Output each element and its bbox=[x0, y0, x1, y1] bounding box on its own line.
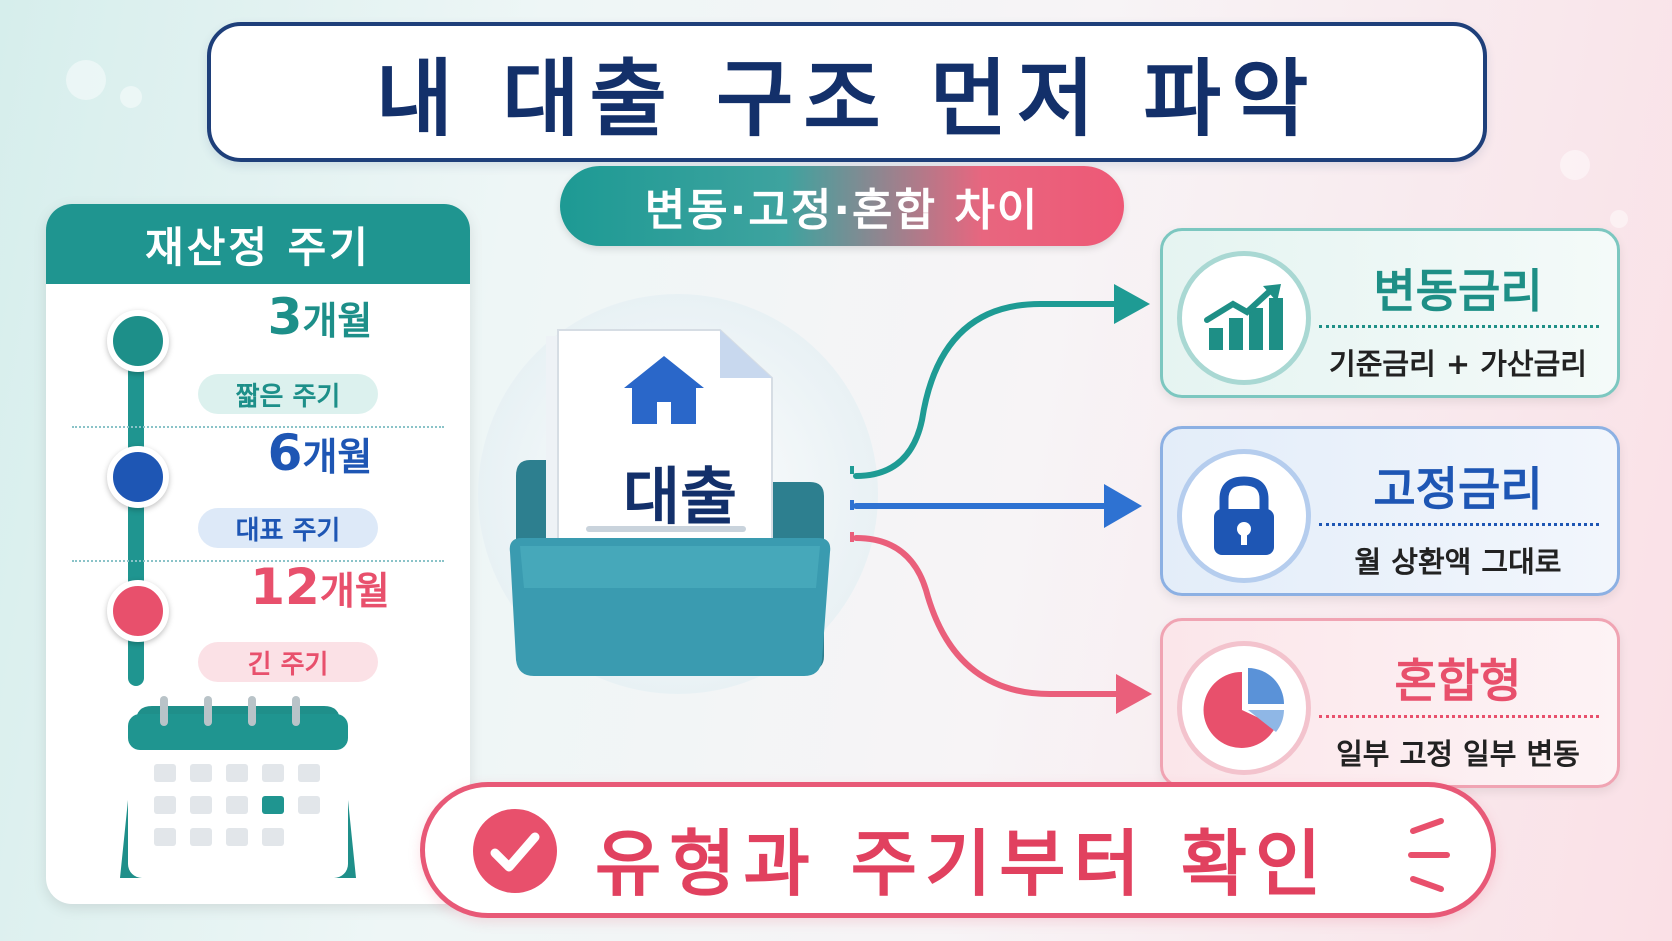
decor-bubble bbox=[120, 86, 142, 108]
page-subtitle: 변동·고정·혼합 차이 bbox=[644, 185, 1040, 236]
timeline-dot-12 bbox=[107, 580, 169, 642]
cycle-unit: 개월 bbox=[302, 435, 373, 479]
loan-type-title: 혼합형 bbox=[1394, 654, 1522, 708]
variable-icon-circle bbox=[1177, 251, 1311, 385]
card-divider bbox=[1319, 325, 1599, 328]
check-banner: 유형과 주기부터 확인 bbox=[420, 782, 1496, 918]
card-divider bbox=[1319, 523, 1599, 526]
cycle-unit: 개월 bbox=[319, 569, 390, 613]
cycle-number: 12 bbox=[250, 558, 320, 616]
check-banner-text: 유형과 주기부터 확인 bbox=[595, 822, 1330, 906]
cycle-number: 3 bbox=[267, 288, 303, 346]
loan-folder-icon bbox=[509, 329, 831, 676]
decor-bubble bbox=[1560, 150, 1590, 180]
check-circle-icon bbox=[473, 809, 557, 893]
decor-bubble bbox=[66, 60, 106, 100]
loan-type-title: 고정금리 bbox=[1373, 462, 1543, 516]
cycle-number: 6 bbox=[267, 424, 303, 482]
loan-type-desc: 월 상환액 그대로 bbox=[1354, 545, 1562, 579]
page-title: 내 대출 구조 먼저 파악 bbox=[375, 49, 1319, 148]
lock-icon bbox=[1214, 476, 1274, 555]
branch-arrows bbox=[850, 284, 1152, 714]
sparkle-lines-icon bbox=[1408, 818, 1450, 892]
cycle-unit: 개월 bbox=[302, 299, 373, 343]
cycle-value-12: 12개월 bbox=[210, 558, 430, 616]
loan-type-desc: 기준금리 + 가산금리 bbox=[1329, 347, 1587, 381]
reset-cycle-panel: 재산정 주기 3개월 짧은 주기 6개월 대표 주기 12개월 긴 주기 bbox=[46, 204, 470, 904]
timeline-dot-3 bbox=[107, 310, 169, 372]
cycle-tag-3: 짧은 주기 bbox=[198, 374, 378, 414]
pie-chart-icon bbox=[1203, 668, 1284, 748]
title-box: 내 대출 구조 먼저 파악 bbox=[207, 22, 1487, 162]
loan-type-card-fixed: 고정금리 월 상환액 그대로 bbox=[1160, 426, 1620, 596]
loan-type-card-variable: 변동금리 기준금리 + 가산금리 bbox=[1160, 228, 1620, 398]
card-divider bbox=[1319, 715, 1599, 718]
loan-label: 대출 bbox=[622, 460, 738, 533]
cycle-value-6: 6개월 bbox=[220, 424, 420, 482]
cycle-panel-header: 재산정 주기 bbox=[46, 204, 470, 284]
loan-type-card-mixed: 혼합형 일부 고정 일부 변동 bbox=[1160, 618, 1620, 788]
separator bbox=[72, 560, 444, 562]
decor-bubble bbox=[1610, 210, 1628, 228]
cycle-tag-12: 긴 주기 bbox=[198, 642, 378, 682]
cycle-value-3: 3개월 bbox=[220, 288, 420, 346]
rising-chart-icon bbox=[1204, 284, 1283, 350]
fixed-icon-circle bbox=[1177, 449, 1311, 583]
timeline-dot-6 bbox=[107, 446, 169, 508]
mixed-icon-circle bbox=[1177, 641, 1311, 775]
loan-type-title: 변동금리 bbox=[1373, 264, 1543, 318]
subtitle-pill: 변동·고정·혼합 차이 bbox=[560, 166, 1124, 246]
cycle-tag-6: 대표 주기 bbox=[198, 508, 378, 548]
separator bbox=[72, 426, 444, 428]
loan-type-desc: 일부 고정 일부 변동 bbox=[1336, 737, 1580, 771]
cycle-panel-title: 재산정 주기 bbox=[145, 222, 371, 272]
calendar-icon bbox=[120, 696, 356, 878]
